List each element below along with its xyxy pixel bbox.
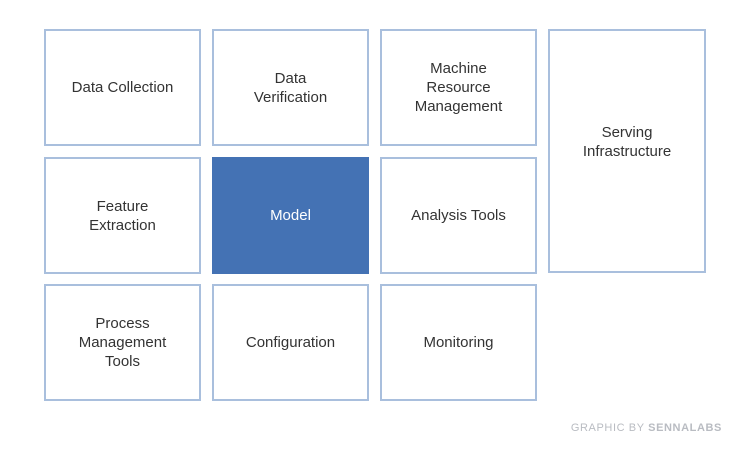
- box-data-collection: Data Collection: [44, 29, 201, 146]
- box-process-management-tools: Process Management Tools: [44, 284, 201, 401]
- box-monitoring: Monitoring: [380, 284, 537, 401]
- box-label: Analysis Tools: [411, 207, 506, 224]
- credit-prefix: GRAPHIC BY: [570, 422, 645, 434]
- graphic-credit: GRAPHIC BY SENNALABS: [571, 422, 722, 434]
- box-label: Data Verification: [253, 69, 328, 106]
- box-analysis-tools: Analysis Tools: [380, 157, 537, 274]
- box-machine-resource-management: Machine Resource Management: [380, 29, 537, 146]
- box-serving-infrastructure: Serving Infrastructure: [548, 29, 706, 273]
- box-label: Data Collection: [71, 79, 174, 96]
- box-label: Serving Infrastructure: [582, 124, 672, 160]
- box-label: Monitoring: [423, 334, 494, 351]
- box-data-verification: Data Verification: [212, 29, 369, 146]
- box-label: Feature Extraction: [89, 197, 156, 234]
- box-label: Model: [270, 207, 311, 224]
- box-label: Configuration: [245, 334, 336, 351]
- box-configuration: Configuration: [212, 284, 369, 401]
- credit-brand: SENNALABS: [648, 422, 722, 434]
- box-label: Machine Resource Management: [414, 60, 503, 115]
- box-model: Model: [212, 157, 369, 274]
- box-feature-extraction: Feature Extraction: [44, 157, 201, 274]
- box-label: Process Management Tools: [78, 315, 167, 370]
